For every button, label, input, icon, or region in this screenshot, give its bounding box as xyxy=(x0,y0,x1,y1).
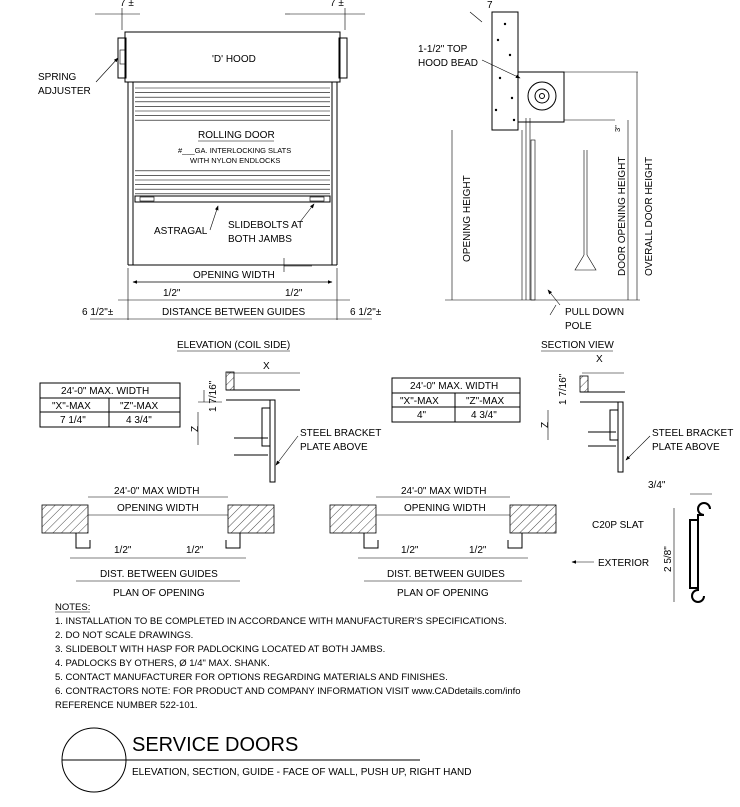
coil-bracket xyxy=(517,71,565,123)
top-left-dim: 7 ± xyxy=(120,0,134,9)
note-4: 4. PADLOCKS BY OTHERS, Ø 1/4" MAX. SHANK… xyxy=(55,658,270,669)
door-opening-height-label: DOOR OPENING HEIGHT xyxy=(617,157,628,276)
plan-1-half-left: 1/2" xyxy=(114,545,132,556)
table-1-value-z: 4 3/4" xyxy=(126,415,152,426)
top-right-dim: 7 ± xyxy=(330,0,344,9)
table-1-header-z: "Z"-MAX xyxy=(120,401,159,412)
guide-2-x: X xyxy=(596,354,603,365)
plan-2-dist: DIST. BETWEEN GUIDES xyxy=(387,569,505,580)
guide-2-dim: 1 7/16" xyxy=(558,373,569,405)
section-view: 7 1-1/2" TOP HOOD BEAD 3" OPENING HEIGHT… xyxy=(418,0,655,352)
plan-1-half-right: 1/2" xyxy=(186,545,204,556)
elevation-view: 7 ± 7 ± 'D' HOOD SPRING ADJUSTER ROLLING… xyxy=(38,0,382,352)
guide-2-bracket-1: STEEL BRACKET xyxy=(652,428,733,439)
plan-1-caption: PLAN OF OPENING xyxy=(113,588,205,599)
note-5: 5. CONTACT MANUFACTURER FOR OPTIONS REGA… xyxy=(55,672,448,683)
half-left-label: 1/2" xyxy=(163,288,181,299)
hood-label: 'D' HOOD xyxy=(212,54,256,65)
guide-1-bracket-1: STEEL BRACKET xyxy=(300,428,381,439)
plan-2-max-width: 24'-0" MAX WIDTH xyxy=(401,486,486,497)
guide-detail-1: X 1 7/16" Z STEEL BRACKET PLATE ABOVE xyxy=(190,361,381,483)
plan-1-dist: DIST. BETWEEN GUIDES xyxy=(100,569,218,580)
spring-adjuster-label-2: ADJUSTER xyxy=(38,86,91,97)
plan-1-opening-width: OPENING WIDTH xyxy=(117,503,199,514)
section-top-dim: 7 xyxy=(487,0,493,11)
slat-name: C20P SLAT xyxy=(592,520,644,531)
notes-heading: NOTES: xyxy=(55,602,90,613)
note-1: 1. INSTALLATION TO BE COMPLETED IN ACCOR… xyxy=(55,616,507,627)
plan-of-opening-1: 24'-0" MAX WIDTH OPENING WIDTH 1/2" 1/2"… xyxy=(41,486,275,599)
notes: NOTES: 1. INSTALLATION TO BE COMPLETED I… xyxy=(55,602,521,711)
note-3: 3. SLIDEBOLT WITH HASP FOR PADLOCKING LO… xyxy=(55,644,385,655)
rolling-door-label: ROLLING DOOR xyxy=(198,130,275,141)
plan-2-half-right: 1/2" xyxy=(469,545,487,556)
door-slats xyxy=(135,87,330,195)
slat-profile xyxy=(691,502,711,603)
plan-2-half-left: 1/2" xyxy=(401,545,419,556)
table-1-header-x: "X"-MAX xyxy=(52,401,91,412)
slat-exterior: EXTERIOR xyxy=(598,558,649,569)
table-2-value-x: 4" xyxy=(417,410,427,421)
slidebolts-label-2: BOTH JAMBS xyxy=(228,234,292,245)
half-right-label: 1/2" xyxy=(285,288,303,299)
pull-down-pole-label-1: PULL DOWN xyxy=(565,307,624,318)
slidebolts-label-1: SLIDEBOLTS AT xyxy=(228,220,303,231)
width-table-1: 24'-0" MAX. WIDTH "X"-MAX "Z"-MAX 7 1/4"… xyxy=(39,382,181,428)
title-block: SERVICE DOORS ELEVATION, SECTION, GUIDE … xyxy=(61,727,472,793)
subtitle: ELEVATION, SECTION, GUIDE - FACE OF WALL… xyxy=(132,767,472,778)
table-2-header-z: "Z"-MAX xyxy=(466,396,505,407)
plan-1-max-width: 24'-0" MAX WIDTH xyxy=(114,486,199,497)
c20p-slat-detail: 3/4" C20P SLAT 2 5/8" EXTERIOR xyxy=(571,480,712,603)
slats-label-2: WITH NYLON ENDLOCKS xyxy=(190,156,280,165)
table-2-header-x: "X"-MAX xyxy=(400,396,439,407)
hood-bead-label-1: 1-1/2" TOP xyxy=(418,44,468,55)
wall-header xyxy=(491,11,519,131)
note-7: REFERENCE NUMBER 522-101. xyxy=(55,700,198,711)
note-6: 6. CONTRACTORS NOTE: FOR PRODUCT AND COM… xyxy=(55,686,521,697)
coil xyxy=(527,81,557,111)
title: SERVICE DOORS xyxy=(132,734,298,756)
guide-2-z: Z xyxy=(540,422,551,428)
guide-1-x: X xyxy=(263,361,270,372)
distance-between-guides: DISTANCE BETWEEN GUIDES xyxy=(162,307,305,318)
hood-bead-label-2: HOOD BEAD xyxy=(418,58,478,69)
guide-2-bracket-2: PLATE ABOVE xyxy=(652,442,720,453)
pull-down-pole-label-2: POLE xyxy=(565,321,592,332)
slats-label-1: #___GA. INTERLOCKING SLATS xyxy=(178,146,291,155)
side-right-dim: 6 1/2"± xyxy=(350,307,382,318)
guide-1-z: Z xyxy=(190,426,201,432)
slat-width: 3/4" xyxy=(648,480,666,491)
slat-height: 2 5/8" xyxy=(663,546,674,572)
guide-detail-2: X 1 7/16" Z STEEL BRACKET PLATE ABOVE xyxy=(540,354,733,473)
overall-door-height-label: OVERALL DOOR HEIGHT xyxy=(644,157,655,276)
spring-adjuster-label-1: SPRING xyxy=(38,72,77,83)
plan-of-opening-2: 24'-0" MAX WIDTH OPENING WIDTH 1/2" 1/2"… xyxy=(329,486,557,599)
width-table-2: 24'-0" MAX. WIDTH "X"-MAX "Z"-MAX 4" 4 3… xyxy=(391,377,521,423)
table-1-value-x: 7 1/4" xyxy=(60,415,86,426)
opening-height-label: OPENING HEIGHT xyxy=(462,175,473,262)
section-caption: SECTION VIEW xyxy=(541,340,614,351)
guide-1-dim: 1 7/16" xyxy=(208,380,219,412)
table-1-title: 24'-0" MAX. WIDTH xyxy=(61,386,149,397)
table-2-value-z: 4 3/4" xyxy=(471,410,497,421)
table-2-title: 24'-0" MAX. WIDTH xyxy=(410,381,498,392)
bottom-bar xyxy=(134,195,331,203)
astragal-label: ASTRAGAL xyxy=(154,226,208,237)
opening-width-label: OPENING WIDTH xyxy=(193,270,275,281)
note-2: 2. DO NOT SCALE DRAWINGS. xyxy=(55,630,193,641)
dim-3-label: 3" xyxy=(613,125,622,132)
plan-2-opening-width: OPENING WIDTH xyxy=(404,503,486,514)
side-left-dim: 6 1/2"± xyxy=(82,307,114,318)
plan-2-caption: PLAN OF OPENING xyxy=(397,588,489,599)
elevation-caption: ELEVATION (COIL SIDE) xyxy=(177,340,290,351)
guide-1-bracket-2: PLATE ABOVE xyxy=(300,442,368,453)
